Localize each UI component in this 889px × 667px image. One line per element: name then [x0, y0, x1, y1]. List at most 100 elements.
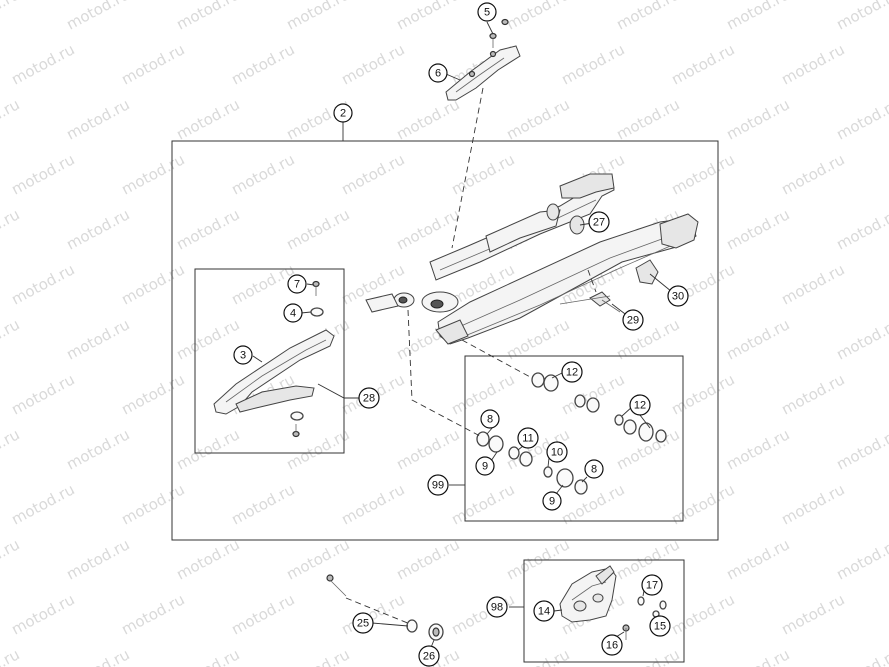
- watermark-text: motod.ru: [778, 480, 847, 528]
- watermark-text: motod.ru: [8, 260, 77, 308]
- watermark-text: motod.ru: [393, 0, 462, 34]
- callout-number: 16: [606, 640, 618, 652]
- watermark-text: motod.ru: [723, 645, 792, 667]
- watermark-text: motod.ru: [228, 40, 297, 88]
- watermark-text: motod.ru: [173, 425, 242, 473]
- watermark-text: motod.ru: [173, 95, 242, 143]
- watermark-text: motod.ru: [8, 480, 77, 528]
- callout-number: 2: [340, 108, 346, 120]
- callout-number: 4: [290, 308, 296, 320]
- callout-circle: [667, 285, 689, 307]
- callout-circle: [287, 274, 307, 294]
- callout-circle: [622, 309, 644, 331]
- callout-circle: [601, 634, 623, 656]
- watermark-text: motod.ru: [0, 645, 23, 667]
- callout-circle: [352, 612, 374, 634]
- watermark-text: motod.ru: [283, 645, 352, 667]
- watermark-text: motod.ru: [283, 205, 352, 253]
- watermark-text: motod.ru: [613, 645, 682, 667]
- callout-circle: [542, 491, 562, 511]
- watermark-text: motod.ru: [63, 95, 132, 143]
- callout-number: 29: [627, 315, 639, 327]
- callout-circle: [517, 427, 539, 449]
- watermark-text: motod.ru: [448, 150, 517, 198]
- watermark-text: motod.ru: [228, 150, 297, 198]
- watermark-text: motod.ru: [778, 260, 847, 308]
- callout-16: 16: [601, 634, 623, 656]
- watermark-text: motod.ru: [613, 0, 682, 34]
- callout-circle: [629, 394, 651, 416]
- callout-number: 12: [634, 400, 646, 412]
- callout-circle: [333, 103, 353, 123]
- watermark-text: motod.ru: [723, 535, 792, 583]
- watermark-text: motod.ru: [503, 95, 572, 143]
- part-26-sleeve: [428, 623, 444, 641]
- part-25-axle: [326, 574, 418, 633]
- watermark-text: motod.ru: [833, 425, 889, 473]
- callout-circle: [475, 456, 495, 476]
- callout-circle: [584, 459, 604, 479]
- leader-lines: [252, 21, 678, 651]
- watermark-text: motod.ru: [8, 150, 77, 198]
- callout-circle: [588, 211, 610, 233]
- callout-number: 27: [593, 217, 605, 229]
- callout-12: 12: [561, 361, 583, 383]
- watermark-text: motod.ru: [0, 315, 23, 363]
- callout-number: 99: [432, 480, 444, 492]
- callout-6: 6: [428, 63, 448, 83]
- callout-circle: [561, 361, 583, 383]
- callout-circle: [641, 574, 663, 596]
- callout-number: 25: [357, 618, 369, 630]
- watermark-text: motod.ru: [118, 40, 187, 88]
- callout-circle: [480, 409, 500, 429]
- watermark-text: motod.ru: [503, 645, 572, 667]
- callout-circle: [428, 63, 448, 83]
- watermark-text: motod.ru: [338, 40, 407, 88]
- callout-12: 12: [629, 394, 651, 416]
- watermark-text: motod.ru: [723, 0, 792, 34]
- watermark-text: motod.ru: [448, 370, 517, 418]
- watermark-text: motod.ru: [228, 260, 297, 308]
- watermark-text: motod.ru: [833, 315, 889, 363]
- watermark-text: motod.ru: [503, 535, 572, 583]
- callout-11: 11: [517, 427, 539, 449]
- watermark-text: motod.ru: [63, 425, 132, 473]
- watermark-text: motod.ru: [173, 645, 242, 667]
- callout-circle: [546, 441, 568, 463]
- callout-number: 7: [294, 279, 300, 291]
- watermark-text: motod.ru: [0, 425, 23, 473]
- callout-7: 7: [287, 274, 307, 294]
- part-6-protector: [445, 45, 521, 101]
- watermark-text: motod.ru: [63, 0, 132, 34]
- watermark-text: motod.ru: [338, 590, 407, 638]
- callout-number: 28: [363, 393, 375, 405]
- callout-29: 29: [622, 309, 644, 331]
- callout-number: 9: [482, 461, 488, 473]
- callout-number: 26: [423, 651, 435, 663]
- watermark-text: motod.ru: [0, 205, 23, 253]
- watermark-text: motod.ru: [778, 40, 847, 88]
- swingarm: [365, 173, 699, 345]
- callout-15: 15: [649, 615, 671, 637]
- watermark-text: motod.ru: [118, 590, 187, 638]
- watermark-text: motod.ru: [668, 370, 737, 418]
- main-assembly-frame: [171, 140, 719, 541]
- part-7-screw: [292, 280, 320, 438]
- callout-circle: [283, 303, 303, 323]
- callout-30: 30: [667, 285, 689, 307]
- watermark-text: motod.ru: [778, 150, 847, 198]
- watermark-text: motod.ru: [173, 205, 242, 253]
- callout-number: 11: [522, 433, 533, 445]
- watermark-text: motod.ru: [63, 315, 132, 363]
- parts-15-16-17-fasteners: [622, 596, 667, 640]
- callout-circle: [233, 345, 253, 365]
- watermark-text: motod.ru: [173, 535, 242, 583]
- watermark-text: motod.ru: [393, 425, 462, 473]
- watermark-text: motod.ru: [668, 150, 737, 198]
- callout-circle: [533, 600, 555, 622]
- watermark-text: motod.ru: [0, 95, 23, 143]
- watermark-text: motod.ru: [228, 590, 297, 638]
- watermark-text: motod.ru: [118, 480, 187, 528]
